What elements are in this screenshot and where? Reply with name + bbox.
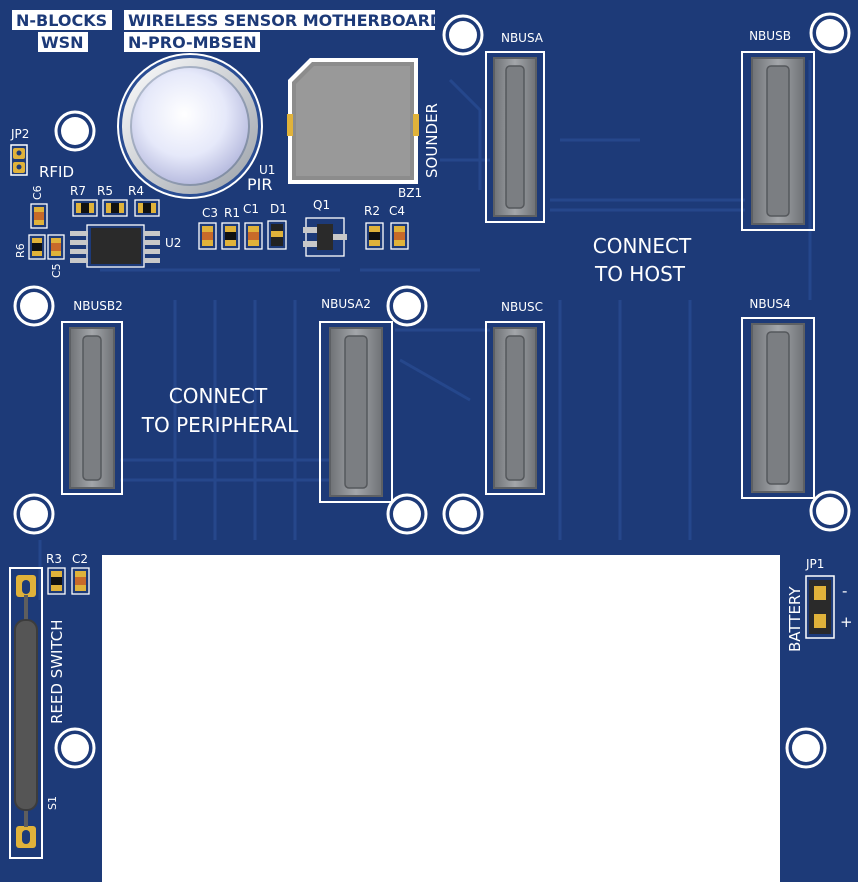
- board-cutout: [102, 555, 780, 882]
- q1-transistor: [303, 217, 347, 257]
- passive-components-left: [28, 199, 160, 260]
- mounting-hole: [13, 285, 55, 327]
- jp1-battery-header: [805, 575, 835, 639]
- label-connect-peripheral-1: CONNECT: [169, 384, 268, 408]
- label-reed-switch: REED SWITCH: [48, 619, 66, 724]
- label-bz1: BZ1: [398, 186, 422, 200]
- title-part-number: N-PRO-MBSEN: [128, 33, 257, 52]
- title-wsn: WSN: [41, 33, 84, 52]
- mounting-holes: [13, 12, 851, 769]
- title-board-name: WIRELESS SENSOR MOTHERBOARD: [128, 11, 443, 30]
- label-c2: C2: [72, 552, 88, 566]
- mounting-hole: [809, 12, 851, 54]
- mounting-hole: [442, 14, 484, 56]
- label-c1: C1: [243, 202, 259, 216]
- title-block-left: N-BLOCKS WSN: [12, 10, 112, 52]
- mounting-hole: [386, 493, 428, 535]
- passive-components-reed: [47, 567, 90, 595]
- mounting-hole: [13, 493, 55, 535]
- label-sounder: SOUNDER: [423, 103, 441, 178]
- label-battery-plus: +: [840, 613, 853, 631]
- label-connect-peripheral-2: TO PERIPHERAL: [141, 413, 299, 437]
- label-r6: R6: [14, 243, 27, 258]
- connector-nbusa2: [319, 321, 393, 503]
- label-nbusb: NBUSB: [749, 29, 791, 43]
- mounting-hole: [442, 493, 484, 535]
- mounting-hole: [785, 727, 827, 769]
- label-r7: R7: [70, 184, 86, 198]
- label-rfid: RFID: [39, 163, 74, 181]
- u2-ic: [70, 224, 160, 268]
- label-u2: U2: [165, 236, 181, 250]
- label-d1: D1: [270, 202, 287, 216]
- label-nbus4: NBUS4: [749, 297, 790, 311]
- label-r2: R2: [364, 204, 380, 218]
- label-nbusa2: NBUSA2: [321, 297, 371, 311]
- mounting-hole: [809, 490, 851, 532]
- passive-components-middle: [198, 220, 287, 250]
- title-nblocks: N-BLOCKS: [16, 11, 107, 30]
- label-nbusb2: NBUSB2: [73, 299, 122, 313]
- label-r1: R1: [224, 206, 240, 220]
- connector-nbus4: [741, 317, 815, 499]
- label-r3: R3: [46, 552, 62, 566]
- connector-nbusb: [741, 51, 815, 231]
- reed-switch: [9, 567, 43, 859]
- mounting-hole: [54, 110, 96, 152]
- pir-sensor: [117, 53, 263, 199]
- passive-components-right: [365, 222, 409, 250]
- title-block-right: WIRELESS SENSOR MOTHERBOARD N-PRO-MBSEN: [124, 10, 443, 52]
- label-nbusa: NBUSA: [501, 31, 544, 45]
- label-pir: PIR: [247, 175, 272, 194]
- sounder-buzzer: [287, 58, 419, 184]
- label-r5: R5: [97, 184, 113, 198]
- copper-traces: [38, 60, 812, 600]
- label-c4: C4: [389, 204, 405, 218]
- label-jp1: JP1: [805, 557, 824, 571]
- label-c5: C5: [50, 263, 63, 278]
- label-battery-minus: -: [842, 582, 847, 600]
- label-jp2: JP2: [10, 127, 29, 141]
- label-u1: U1: [259, 163, 275, 177]
- label-q1: Q1: [313, 198, 330, 212]
- label-s1: S1: [46, 796, 59, 810]
- connector-nbusa: [485, 51, 545, 223]
- label-c6: C6: [31, 185, 44, 200]
- label-connect-host-1: CONNECT: [593, 234, 692, 258]
- mounting-hole: [386, 285, 428, 327]
- label-connect-host-2: TO HOST: [594, 262, 686, 286]
- connector-nbusc: [485, 321, 545, 495]
- jp2-header: [10, 144, 28, 176]
- label-nbusc: NBUSC: [501, 300, 543, 314]
- connector-nbusb2: [61, 321, 123, 495]
- label-battery: BATTERY: [786, 586, 804, 652]
- label-r4: R4: [128, 184, 144, 198]
- mounting-hole: [54, 727, 96, 769]
- label-c3: C3: [202, 206, 218, 220]
